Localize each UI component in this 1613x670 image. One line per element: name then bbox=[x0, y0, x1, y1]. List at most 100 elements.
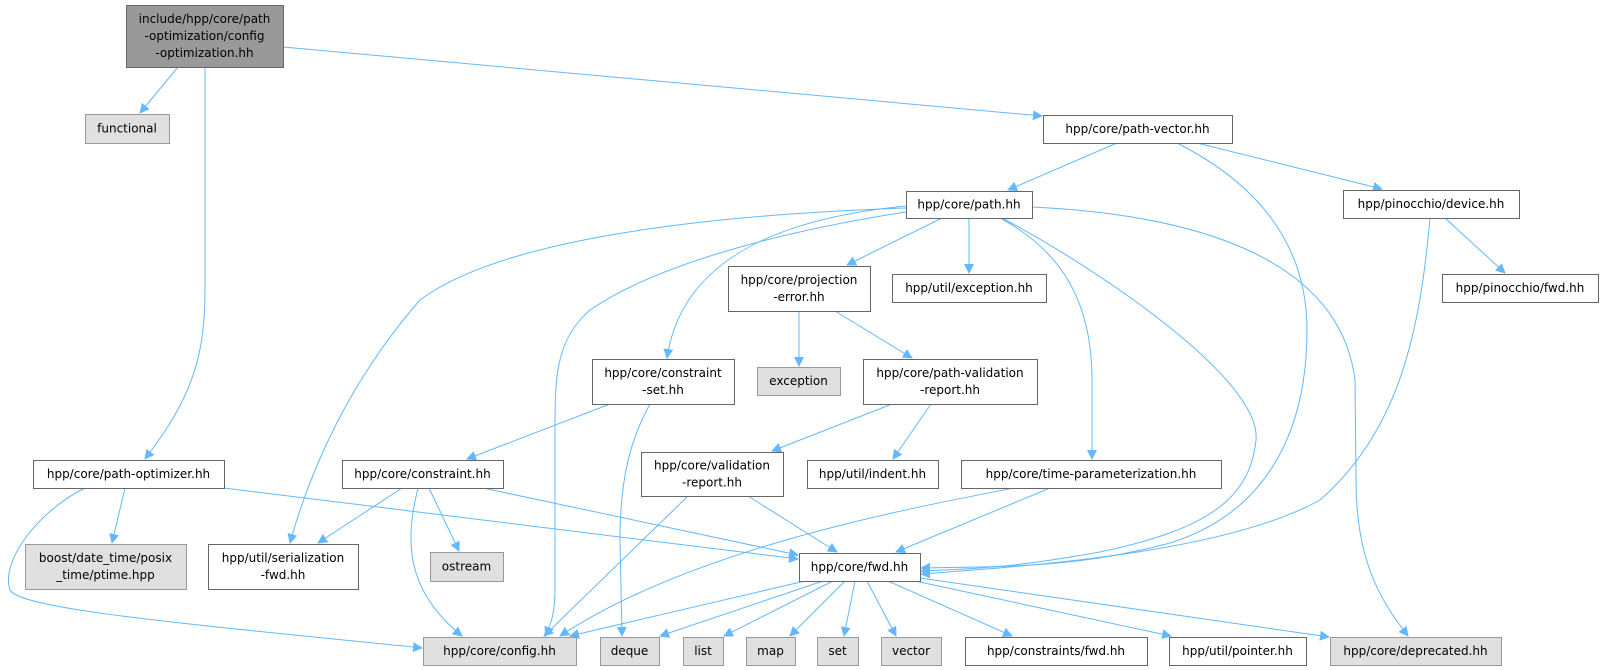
node-label: hpp/core/path.hh bbox=[917, 198, 1020, 212]
edge-constraint-to-ostream bbox=[428, 487, 460, 552]
edge-core-fwd-to-set bbox=[840, 580, 856, 637]
node-label: _time/ptime.hpp bbox=[55, 568, 155, 582]
edge-path-to-serialization-fwd bbox=[287, 207, 907, 544]
node-config[interactable]: hpp/core/config.hh bbox=[423, 637, 577, 666]
node-deprecated[interactable]: hpp/core/deprecated.hh bbox=[1330, 637, 1502, 666]
node-pointer[interactable]: hpp/util/pointer.hh bbox=[1169, 637, 1307, 666]
edge-root-to-path-vector bbox=[282, 46, 1043, 121]
node-box bbox=[1043, 115, 1233, 144]
edges-layer bbox=[8, 46, 1506, 653]
node-root[interactable]: include/hpp/core/path-optimization/confi… bbox=[126, 5, 284, 68]
node-device[interactable]: hpp/pinocchio/device.hh bbox=[1343, 190, 1520, 219]
edge-core-fwd-to-constraints-fwd bbox=[887, 580, 1013, 637]
node-serialization-fwd[interactable]: hpp/util/serialization-fwd.hh bbox=[208, 544, 359, 590]
node-box bbox=[1343, 190, 1520, 219]
edge-path-vector-to-device bbox=[1196, 142, 1383, 192]
edge-time-parameterization-to-core-fwd bbox=[895, 487, 1051, 554]
node-label: ostream bbox=[442, 560, 491, 574]
edge-path-validation-report-to-indent bbox=[892, 403, 932, 460]
node-label: list bbox=[694, 644, 712, 658]
node-box bbox=[817, 637, 859, 666]
node-label: hpp/core/projection bbox=[741, 273, 858, 287]
node-validation-report[interactable]: hpp/core/validation-report.hh bbox=[641, 452, 784, 497]
node-label: hpp/constraints/fwd.hh bbox=[987, 644, 1125, 658]
edge-path-to-deprecated bbox=[1031, 206, 1409, 637]
node-pinocchio-fwd[interactable]: hpp/pinocchio/fwd.hh bbox=[1442, 274, 1599, 303]
node-box bbox=[600, 637, 660, 666]
node-box bbox=[746, 637, 796, 666]
node-label: hpp/pinocchio/device.hh bbox=[1358, 197, 1505, 211]
edge-time-parameterization-to-config bbox=[559, 487, 1015, 637]
node-functional[interactable]: functional bbox=[85, 114, 170, 144]
edge-path-validation-report-to-validation-report bbox=[771, 403, 893, 453]
node-label: boost/date_time/posix bbox=[39, 551, 172, 565]
node-label: set bbox=[828, 644, 847, 658]
node-map[interactable]: map bbox=[746, 637, 796, 666]
node-box bbox=[881, 637, 942, 666]
node-box bbox=[757, 367, 841, 396]
node-label: vector bbox=[892, 644, 930, 658]
node-deque[interactable]: deque bbox=[600, 637, 660, 666]
edge-core-fwd-to-deprecated bbox=[919, 577, 1330, 641]
node-vector[interactable]: vector bbox=[881, 637, 942, 666]
node-label: hpp/core/fwd.hh bbox=[811, 560, 908, 574]
edge-root-to-functional bbox=[139, 66, 179, 114]
edge-path-to-core-fwd bbox=[920, 217, 1257, 576]
node-box bbox=[1169, 637, 1307, 666]
node-box bbox=[1442, 274, 1599, 303]
edge-path-optimizer-to-boost-ptime bbox=[109, 487, 126, 544]
edge-path-to-projection-error bbox=[846, 217, 943, 266]
node-label: hpp/core/validation bbox=[654, 459, 770, 473]
edge-path-optimizer-to-core-fwd bbox=[223, 487, 799, 563]
edge-path-to-constraint-set bbox=[663, 205, 907, 359]
node-label: exception bbox=[769, 374, 828, 388]
edge-core-fwd-to-config bbox=[569, 580, 806, 639]
edge-validation-report-to-core-fwd bbox=[747, 495, 838, 553]
node-box bbox=[208, 544, 359, 590]
node-box bbox=[423, 637, 577, 666]
node-path[interactable]: hpp/core/path.hh bbox=[906, 191, 1033, 219]
node-util-exception[interactable]: hpp/util/exception.hh bbox=[892, 274, 1047, 303]
node-box bbox=[126, 5, 284, 68]
node-exception[interactable]: exception bbox=[757, 367, 841, 396]
node-label: hpp/util/pointer.hh bbox=[1182, 644, 1293, 658]
node-label: hpp/core/path-vector.hh bbox=[1065, 122, 1209, 136]
node-indent[interactable]: hpp/util/indent.hh bbox=[807, 460, 939, 489]
node-label: hpp/util/indent.hh bbox=[819, 467, 926, 481]
node-label: -optimization/config bbox=[145, 29, 265, 43]
node-path-validation-report[interactable]: hpp/core/path-validation-report.hh bbox=[863, 359, 1038, 405]
node-label: hpp/core/config.hh bbox=[443, 644, 556, 658]
node-list[interactable]: list bbox=[683, 637, 724, 666]
node-boost-ptime[interactable]: boost/date_time/posix _time/ptime.hpp bbox=[25, 544, 187, 590]
node-constraints-fwd[interactable]: hpp/constraints/fwd.hh bbox=[965, 637, 1148, 666]
node-label: hpp/core/path-optimizer.hh bbox=[47, 467, 210, 481]
edge-path-to-time-parameterization bbox=[999, 217, 1097, 460]
node-box bbox=[641, 452, 784, 497]
node-label: map bbox=[757, 644, 784, 658]
node-path-optimizer[interactable]: hpp/core/path-optimizer.hh bbox=[33, 460, 225, 489]
node-label: hpp/core/deprecated.hh bbox=[1343, 644, 1487, 658]
node-projection-error[interactable]: hpp/core/projection -error.hh bbox=[728, 266, 871, 312]
node-ostream[interactable]: ostream bbox=[430, 552, 504, 582]
node-label: -fwd.hh bbox=[261, 568, 306, 582]
node-label: hpp/pinocchio/fwd.hh bbox=[1456, 281, 1585, 295]
node-label: -error.hh bbox=[773, 290, 824, 304]
node-box bbox=[799, 553, 921, 582]
node-path-vector[interactable]: hpp/core/path-vector.hh bbox=[1043, 115, 1233, 144]
node-time-parameterization[interactable]: hpp/core/time-parameterization.hh bbox=[961, 460, 1222, 489]
edge-core-fwd-to-vector bbox=[866, 580, 897, 637]
node-label: hpp/core/path-validation bbox=[876, 366, 1023, 380]
node-label: functional bbox=[97, 122, 157, 136]
node-box bbox=[683, 637, 724, 666]
node-constraint[interactable]: hpp/core/constraint.hh bbox=[342, 460, 504, 489]
node-core-fwd[interactable]: hpp/core/fwd.hh bbox=[799, 553, 921, 582]
edge-constraint-set-to-deque bbox=[616, 403, 651, 637]
node-constraint-set[interactable]: hpp/core/constraint-set.hh bbox=[592, 359, 735, 405]
edge-projection-error-to-path-validation-report bbox=[834, 310, 913, 359]
node-box bbox=[728, 266, 871, 312]
edge-path-vector-to-path bbox=[1007, 142, 1118, 192]
node-set[interactable]: set bbox=[817, 637, 859, 666]
node-box bbox=[25, 544, 187, 590]
edge-constraint-to-config bbox=[410, 487, 463, 637]
